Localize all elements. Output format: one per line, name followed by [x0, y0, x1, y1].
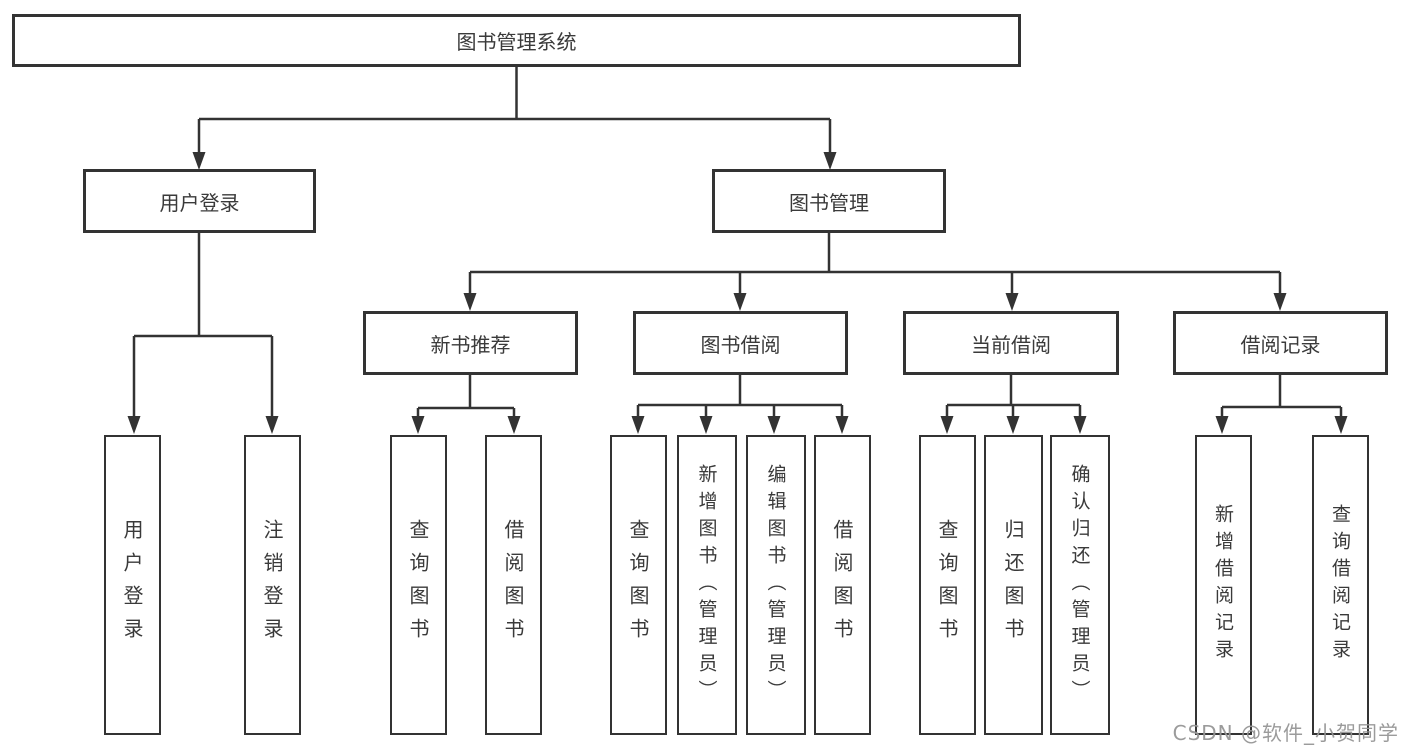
leaf-query-book-borrowing: 查询图书 — [610, 435, 667, 735]
leaf-logout: 注销登录 — [244, 435, 301, 735]
arrowhead-icon — [631, 416, 645, 434]
arrowhead-icon — [1215, 416, 1229, 434]
arrowhead-icon — [1273, 293, 1287, 311]
arrowhead-icon — [835, 416, 849, 434]
node-borrowing-records: 借阅记录 — [1173, 311, 1388, 375]
node-library-management-system: 图书管理系统 — [12, 14, 1021, 67]
leaf-confirm-return-admin: 确认归还（管理员） — [1050, 435, 1110, 735]
leaf-edit-book-admin: 编辑图书（管理员） — [746, 435, 806, 735]
connector-borrow-records-to-leaves — [1220, 375, 1343, 418]
arrowhead-icon — [463, 293, 477, 311]
arrowhead-icon — [823, 152, 837, 170]
leaf-query-book-recommend: 查询图书 — [390, 435, 447, 735]
leaf-borrow-book-recommend: 借阅图书 — [485, 435, 542, 735]
arrowhead-icon — [1073, 416, 1087, 434]
node-new-book-recommend: 新书推荐 — [363, 311, 578, 375]
node-current-borrowing: 当前借阅 — [903, 311, 1119, 375]
connector-new-book-to-leaves — [416, 375, 516, 418]
connector-book-management-to-level3 — [468, 233, 1282, 295]
leaf-borrow-book-borrowing: 借阅图书 — [814, 435, 871, 735]
arrowhead-icon — [127, 416, 141, 434]
leaf-add-borrow-record: 新增借阅记录 — [1195, 435, 1252, 735]
connector-root-to-level2 — [197, 66, 832, 154]
connector-user-login-to-leaves — [132, 233, 274, 418]
leaf-return-book: 归还图书 — [984, 435, 1043, 735]
arrowhead-icon — [1005, 293, 1019, 311]
arrowhead-icon — [507, 416, 521, 434]
node-book-borrowing: 图书借阅 — [633, 311, 848, 375]
arrowhead-icon — [767, 416, 781, 434]
leaf-query-book-current: 查询图书 — [919, 435, 976, 735]
arrowhead-icon — [733, 293, 747, 311]
arrowhead-icon — [699, 416, 713, 434]
arrowheads — [127, 152, 1348, 434]
node-user-login-group: 用户登录 — [83, 169, 316, 233]
csdn-watermark: CSDN @软件_小贺同学 — [1172, 721, 1399, 745]
arrowhead-icon — [1006, 416, 1020, 434]
connector-current-borrow-to-leaves — [945, 375, 1082, 418]
leaf-user-login: 用户登录 — [104, 435, 161, 735]
leaf-add-book-admin: 新增图书（管理员） — [677, 435, 737, 735]
arrowhead-icon — [265, 416, 279, 434]
leaf-query-borrow-record: 查询借阅记录 — [1312, 435, 1369, 735]
arrowhead-icon — [411, 416, 425, 434]
arrowhead-icon — [940, 416, 954, 434]
arrowhead-icon — [1334, 416, 1348, 434]
arrowhead-icon — [192, 152, 206, 170]
connector-book-borrow-to-leaves — [636, 375, 844, 418]
node-book-management: 图书管理 — [712, 169, 946, 233]
